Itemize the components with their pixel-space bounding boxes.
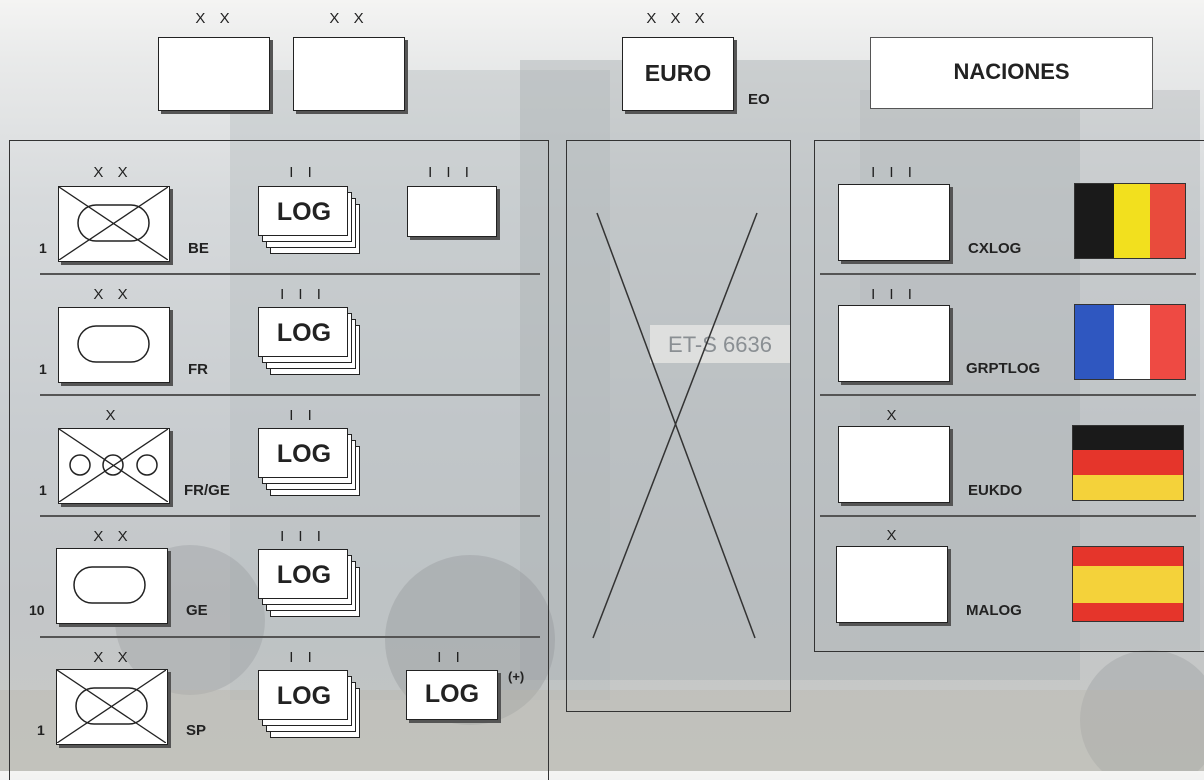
right-separator-2: [820, 394, 1196, 396]
row3-number: 1: [39, 482, 47, 498]
row2-log-label: LOG: [259, 308, 349, 358]
center-cross-lines: [567, 141, 789, 710]
spain-flag-icon: [1072, 546, 1184, 622]
row1-extra-unit-box: [407, 186, 497, 237]
center-panel: [566, 140, 791, 712]
top-unit-box-1: [158, 37, 270, 111]
left-separator-1: [40, 273, 540, 275]
row5-extra-log-box: LOG: [406, 670, 498, 720]
row1-log-stack: LOG: [258, 186, 358, 266]
row5-log-echelon: I I: [258, 649, 348, 666]
right-row2-unit-box: [838, 305, 950, 382]
row2-country: FR: [188, 361, 208, 378]
row5-log-label: LOG: [259, 671, 349, 721]
row1-country: BE: [188, 240, 209, 257]
euro-label: EURO: [623, 38, 733, 108]
naciones-box: NACIONES: [870, 37, 1153, 109]
row4-log-stack: LOG: [258, 549, 358, 629]
euro-box: EURO: [622, 37, 734, 111]
row1-number: 1: [39, 240, 47, 256]
right-row2-echelon: I I I: [838, 286, 950, 303]
row3-echelon: X: [58, 407, 168, 424]
echelon-top-left2: X X: [294, 10, 404, 27]
right-separator-3: [820, 515, 1196, 517]
row1-log-echelon: I I: [258, 164, 348, 181]
right-separator-1: [820, 273, 1196, 275]
row2-log-echelon: I I I: [258, 286, 348, 303]
row2-armor-symbol: [58, 307, 170, 383]
row2-log-stack: LOG: [258, 307, 358, 387]
right-row1-label: CXLOG: [968, 240, 1021, 257]
row5-log-stack: LOG: [258, 670, 358, 750]
row4-log-label: LOG: [259, 550, 349, 600]
germany-flag-icon: [1072, 425, 1184, 501]
right-row3-label: EUKDO: [968, 482, 1022, 499]
row1-armored-infantry-symbol: [58, 186, 170, 262]
top-unit-box-2: [293, 37, 405, 111]
right-row4-echelon: X: [838, 527, 950, 544]
right-row4-unit-box: [836, 546, 948, 623]
row1-log-label: LOG: [259, 187, 349, 237]
row3-country: FR/GE: [184, 482, 230, 499]
row4-echelon: X X: [58, 528, 168, 545]
left-separator-2: [40, 394, 540, 396]
row4-armor-symbol: [56, 548, 168, 624]
row5-number: 1: [37, 722, 45, 738]
row3-mechanized-symbol: [58, 428, 170, 504]
naciones-label: NACIONES: [871, 38, 1152, 106]
row3-log-echelon: I I: [258, 407, 348, 424]
echelon-top-center: X X X: [622, 10, 734, 27]
right-row1-echelon: I I I: [838, 164, 950, 181]
right-row3-echelon: X: [838, 407, 950, 424]
row2-echelon: X X: [58, 286, 168, 303]
row4-country: GE: [186, 602, 208, 619]
row3-log-label: LOG: [259, 429, 349, 479]
row5-country: SP: [186, 722, 206, 739]
eo-label: EO: [748, 91, 770, 108]
row5-extra-echelon: I I: [406, 649, 496, 666]
right-row3-unit-box: [838, 426, 950, 503]
right-row2-label: GRPTLOG: [966, 360, 1040, 377]
row2-number: 1: [39, 361, 47, 377]
row4-log-echelon: I I I: [258, 528, 348, 545]
france-flag-icon: [1074, 304, 1186, 380]
left-separator-4: [40, 636, 540, 638]
row5-extra-log-label: LOG: [407, 671, 497, 717]
row5-echelon: X X: [58, 649, 168, 666]
echelon-top-left1: X X: [160, 10, 270, 27]
row5-extra-note: (+): [508, 669, 524, 684]
row1-extra-echelon: I I I: [406, 164, 496, 181]
row5-armored-infantry-symbol: [56, 669, 168, 745]
row1-echelon: X X: [58, 164, 168, 181]
row4-number: 10: [29, 602, 45, 618]
right-row4-label: MALOG: [966, 602, 1022, 619]
left-separator-3: [40, 515, 540, 517]
right-row1-unit-box: [838, 184, 950, 261]
belgium-flag-icon: [1074, 183, 1186, 259]
row3-log-stack: LOG: [258, 428, 358, 508]
